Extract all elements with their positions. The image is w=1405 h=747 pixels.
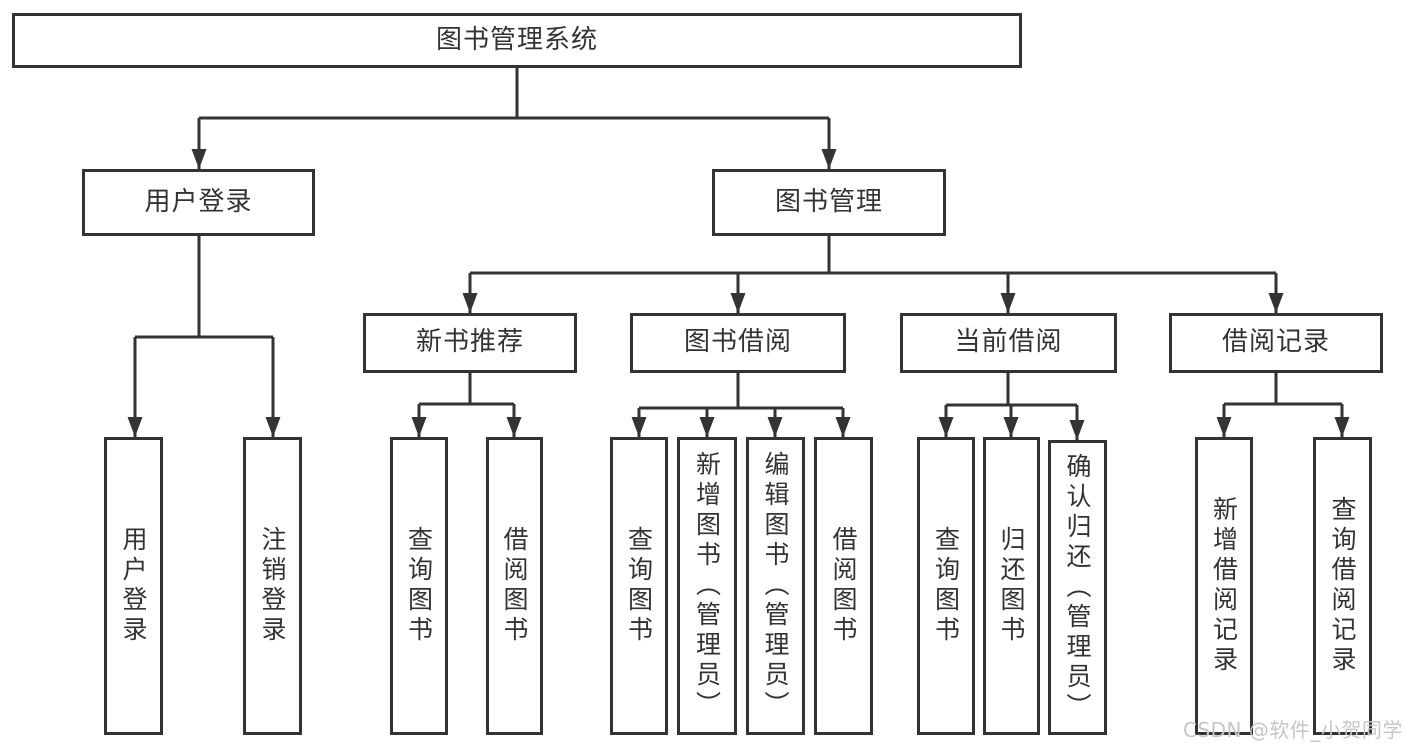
node-leaf-nbr-query-books: 查询图书 xyxy=(390,437,448,735)
node-leaf-bb-add-book-admin: 新增图书（管理员） xyxy=(677,437,737,735)
node-leaf-cb-query-books: 查询图书 xyxy=(917,437,975,735)
connector-book-borrow-to-leaves xyxy=(631,373,851,437)
node-user-login: 用户登录 xyxy=(82,169,315,236)
connector-borrow-records-to-leaves xyxy=(1216,373,1350,437)
csdn-watermark: CSDN @软件_小贺同学 xyxy=(1183,718,1403,742)
node-root-library-management-system: 图书管理系统 xyxy=(12,13,1022,68)
node-leaf-br-query-record: 查询借阅记录 xyxy=(1313,437,1372,735)
node-leaf-cb-return-books: 归还图书 xyxy=(983,437,1040,735)
connector-book-management-to-level3 xyxy=(462,236,1284,313)
node-leaf-bb-query-books: 查询图书 xyxy=(610,437,668,735)
connector-current-borrow-to-leaves xyxy=(938,373,1085,440)
node-book-management: 图书管理 xyxy=(712,169,946,236)
connector-new-book-recommend-to-leaves xyxy=(411,373,522,437)
node-leaf-user-login: 用户登录 xyxy=(104,437,163,735)
node-leaf-bb-edit-book-admin: 编辑图书（管理员） xyxy=(746,437,805,735)
node-current-borrow: 当前借阅 xyxy=(900,313,1117,373)
connector-root-to-branches xyxy=(191,68,837,169)
node-leaf-nbr-borrow-books: 借阅图书 xyxy=(486,437,543,735)
node-leaf-br-add-record: 新增借阅记录 xyxy=(1195,437,1253,735)
connector-user-login-to-leaves xyxy=(127,236,281,437)
node-borrow-records: 借阅记录 xyxy=(1169,313,1383,373)
node-leaf-logout: 注销登录 xyxy=(243,437,302,735)
node-book-borrow: 图书借阅 xyxy=(630,313,846,373)
node-leaf-bb-borrow-books: 借阅图书 xyxy=(814,437,873,735)
node-new-book-recommend: 新书推荐 xyxy=(363,313,577,373)
node-leaf-cb-confirm-return-admin: 确认归还（管理员） xyxy=(1048,440,1107,735)
